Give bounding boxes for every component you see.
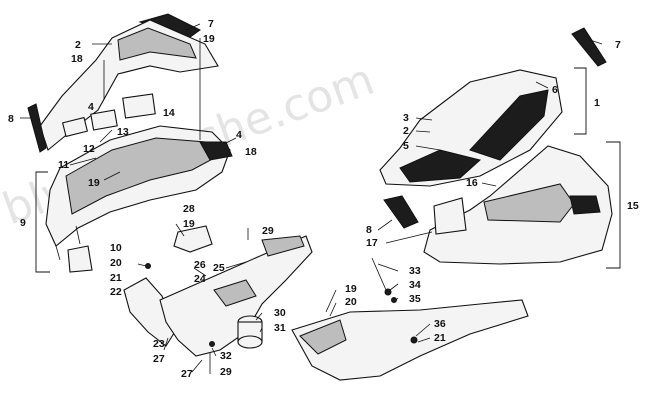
callout-labels: 7 19 2 18 8 4 14 13 12 4 18 11 19 9 28 1…	[8, 18, 639, 380]
callout-1: 1	[594, 97, 600, 109]
callout-8-nose: 8	[366, 224, 372, 236]
belly-pan-inset	[213, 279, 257, 307]
right-nose-assembly	[291, 27, 613, 381]
callout-27: 27	[153, 353, 165, 365]
lower-skid-plate	[291, 299, 529, 381]
callout-3: 3	[403, 112, 409, 124]
callout-19-bracket: 19	[183, 218, 195, 230]
callout-9: 9	[20, 217, 26, 229]
callout-25: 25	[213, 262, 225, 274]
callout-16: 16	[466, 177, 478, 189]
callout-21-skid: 21	[434, 332, 446, 344]
fitting-36	[410, 336, 418, 344]
callout-29-lower: 29	[220, 366, 232, 378]
callout-21: 21	[110, 272, 122, 284]
callout-14: 14	[163, 107, 175, 119]
fitting-35	[391, 297, 397, 303]
lower-hood-cavity	[65, 137, 219, 215]
callout-33: 33	[409, 265, 421, 277]
callout-10: 10	[110, 242, 122, 254]
callout-2-nose: 2	[403, 125, 409, 137]
callout-23: 23	[153, 338, 165, 350]
callout-35: 35	[409, 293, 421, 305]
bracket-28	[173, 225, 213, 253]
callout-11: 11	[58, 159, 69, 171]
callout-7: 7	[208, 18, 214, 30]
callout-36: 36	[434, 318, 446, 330]
callout-18: 18	[71, 53, 83, 65]
left-hood-assembly	[27, 13, 233, 273]
bumper-light	[569, 195, 601, 215]
belly-pan-rail	[261, 235, 305, 257]
callout-5: 5	[403, 140, 409, 152]
callout-13: 13	[117, 126, 129, 138]
callout-22: 22	[110, 286, 122, 298]
nose-graphic-5	[399, 149, 482, 183]
center-bellypan-assembly	[123, 225, 313, 374]
callout-28: 28	[183, 203, 195, 215]
bracket-15	[606, 141, 621, 269]
callout-30: 30	[274, 307, 286, 319]
callout-4: 4	[88, 101, 94, 113]
nose-graphic-6	[469, 89, 549, 161]
callout-24: 24	[194, 273, 206, 285]
callout-6: 6	[552, 84, 558, 96]
callout-18-lower: 18	[245, 146, 257, 158]
bracket-9	[35, 171, 50, 273]
callout-31: 31	[274, 322, 286, 334]
skid-inset	[299, 319, 347, 355]
callout-8: 8	[8, 113, 14, 125]
fitting-34	[384, 288, 392, 296]
callout-17: 17	[366, 237, 378, 249]
callout-2: 2	[75, 39, 81, 51]
bracket-1	[574, 67, 587, 135]
screw-32	[209, 341, 215, 347]
decal-10	[67, 245, 93, 273]
leader-lines	[20, 23, 603, 373]
callout-34: 34	[409, 279, 421, 291]
callout-20: 20	[110, 257, 122, 269]
callout-26: 26	[194, 259, 206, 271]
callout-19: 19	[203, 33, 215, 45]
callout-12: 12	[83, 143, 95, 155]
screw-20	[145, 263, 151, 269]
cable-33	[371, 257, 387, 291]
callout-7-nose: 7	[615, 39, 621, 51]
callout-27-lower: 27	[181, 368, 193, 380]
decal-17	[433, 197, 467, 235]
decal-13	[90, 109, 118, 131]
hood-latch	[199, 141, 233, 161]
callout-19-skid: 19	[345, 283, 357, 295]
part-31-base	[237, 335, 263, 349]
bumper-decal-16	[483, 183, 575, 223]
side-reflector	[27, 103, 47, 153]
upper-panel-highlight	[117, 27, 197, 61]
callout-19-hood: 19	[88, 177, 100, 189]
callout-20-skid: 20	[345, 296, 357, 308]
hood-edge-lines	[55, 225, 81, 261]
callout-32: 32	[220, 350, 232, 362]
decal-12	[61, 116, 89, 138]
decal-14	[122, 93, 156, 119]
callout-15: 15	[627, 200, 639, 212]
callout-4-lower: 4	[236, 129, 242, 141]
side-deflector	[123, 277, 177, 347]
nose-reflector-8	[383, 195, 419, 229]
callout-29: 29	[262, 225, 274, 237]
nose-vent-grille	[571, 27, 607, 67]
